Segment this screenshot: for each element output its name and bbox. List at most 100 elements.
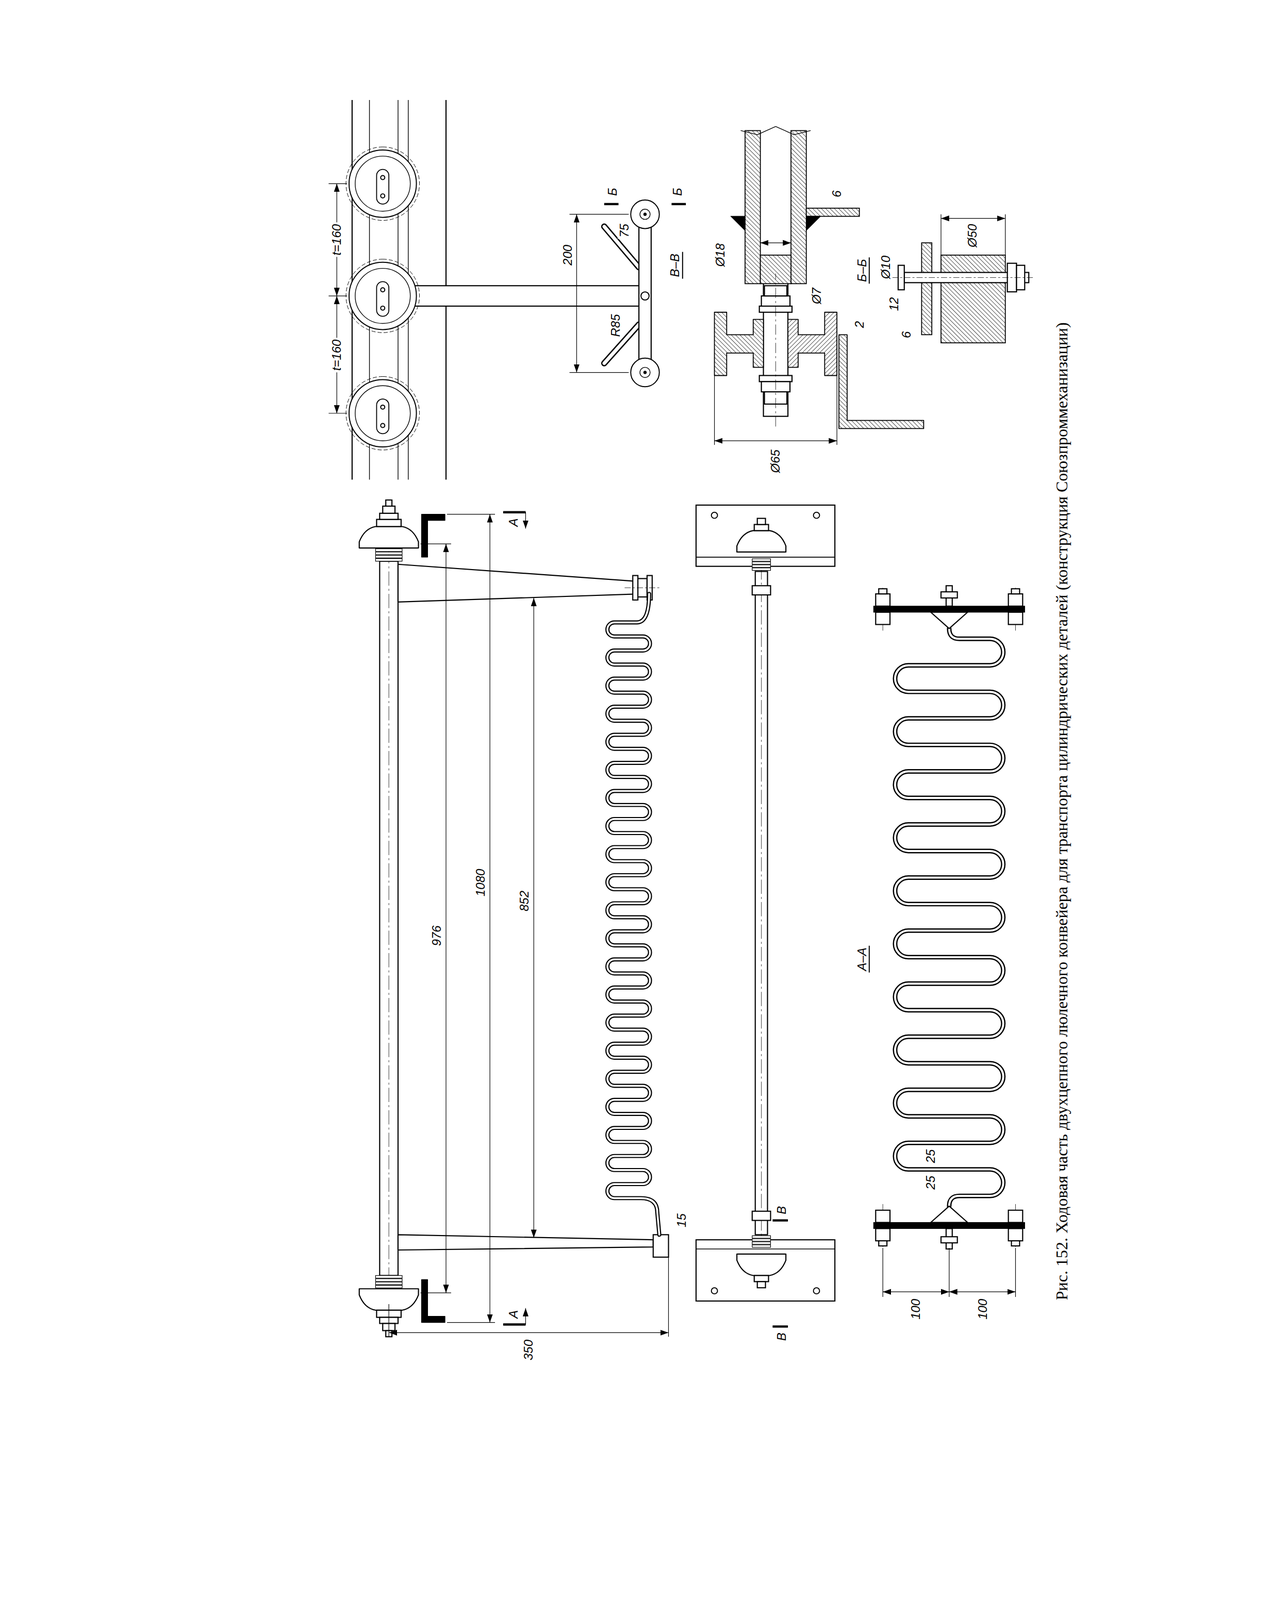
dimension-label: 2 bbox=[852, 319, 866, 330]
dimension-label: А bbox=[506, 1309, 520, 1321]
dimension-label: 6 bbox=[899, 330, 913, 340]
dimension-label: R85 bbox=[608, 312, 622, 339]
section-label: В–В bbox=[668, 252, 683, 279]
label-anchor: 15 bbox=[674, 1212, 689, 1230]
label-anchor: R85 bbox=[608, 312, 622, 339]
section-mark bbox=[671, 203, 686, 206]
nut bbox=[941, 1236, 958, 1244]
spring-washer bbox=[752, 562, 771, 565]
label-anchor: Ø50 bbox=[965, 222, 980, 250]
roller-rim bbox=[355, 268, 411, 324]
roller bbox=[349, 262, 417, 330]
spring-washer bbox=[752, 558, 771, 562]
center-line bbox=[775, 273, 777, 427]
carrier-arm bbox=[413, 285, 639, 307]
label-anchor: 6 bbox=[899, 330, 913, 340]
dimension-label: Ø65 bbox=[768, 448, 783, 475]
spring-washer bbox=[375, 1279, 402, 1282]
roller-section bbox=[787, 312, 837, 376]
extension-line bbox=[328, 183, 348, 185]
dimension-label: 852 bbox=[517, 889, 532, 914]
label-anchor: 350 bbox=[521, 1338, 536, 1363]
hub-section bbox=[941, 255, 1006, 343]
gusset bbox=[930, 612, 968, 630]
right-end bbox=[696, 505, 835, 596]
label-anchor: Б–Б bbox=[854, 257, 870, 284]
label-anchor: В–В bbox=[668, 252, 683, 279]
cradle-roller-hub bbox=[639, 367, 651, 378]
rivet bbox=[813, 512, 820, 519]
dimension-label: 6 bbox=[830, 188, 844, 199]
collar bbox=[752, 585, 771, 596]
figure-caption: Рис. 152. Ходовая часть двухцепного люле… bbox=[1051, 322, 1071, 1301]
section-label: Б–Б bbox=[854, 257, 870, 284]
label-anchor: Ø65 bbox=[768, 448, 783, 475]
roller-section bbox=[714, 312, 764, 376]
spring-washer bbox=[375, 555, 402, 558]
cradle-roller-center bbox=[643, 371, 647, 375]
bracket-plate bbox=[873, 1223, 1025, 1230]
label-anchor: 200 bbox=[560, 243, 574, 268]
bolt-end bbox=[385, 500, 392, 507]
dimension-label: В bbox=[774, 1205, 789, 1217]
dimension-label: 1080 bbox=[473, 867, 488, 899]
nut bbox=[382, 506, 395, 514]
label-anchor: Б bbox=[605, 186, 619, 198]
chain-pin bbox=[380, 287, 385, 292]
spring-washer bbox=[375, 552, 402, 555]
spring-wire-core bbox=[895, 628, 1004, 1207]
rail-flange-edge bbox=[696, 1248, 835, 1250]
chain-pin bbox=[380, 175, 385, 180]
dimension-label: Б bbox=[605, 186, 619, 198]
spring-washer bbox=[375, 1285, 402, 1289]
dimension-label: А bbox=[506, 517, 520, 529]
pivot bbox=[640, 291, 650, 301]
dimension-label: Ø7 bbox=[809, 286, 823, 306]
rail-beam bbox=[696, 505, 835, 567]
section-label: А–А bbox=[854, 946, 870, 973]
nut bbox=[875, 612, 890, 625]
chain-link bbox=[376, 399, 389, 434]
dimension-label: 350 bbox=[521, 1338, 536, 1363]
chain-pin bbox=[380, 423, 385, 428]
spring-washer bbox=[752, 1242, 771, 1245]
extension-line bbox=[714, 375, 715, 445]
spring-washer bbox=[752, 1245, 771, 1248]
label-anchor: А bbox=[506, 1309, 520, 1321]
rivet bbox=[711, 512, 718, 519]
gusset bbox=[930, 1206, 968, 1224]
nut bbox=[875, 1228, 890, 1242]
cradle-roller bbox=[630, 200, 659, 229]
dimension-line bbox=[445, 543, 447, 1294]
nut bbox=[1008, 594, 1023, 607]
extension-line bbox=[569, 372, 629, 373]
nut bbox=[376, 519, 402, 527]
label-anchor: 6 bbox=[830, 188, 844, 199]
dimension-label: 976 bbox=[430, 924, 444, 948]
dimension-label: 100 bbox=[908, 1297, 922, 1322]
cradle-arm bbox=[398, 1234, 654, 1251]
nut bbox=[1008, 1228, 1023, 1242]
dimension-label: Ø50 bbox=[965, 222, 980, 250]
dimension-line bbox=[388, 1332, 669, 1334]
extension-line bbox=[948, 1248, 950, 1298]
label-anchor: 100 bbox=[908, 1297, 922, 1322]
cradle-arm bbox=[398, 564, 641, 603]
angle-rail bbox=[421, 1279, 445, 1323]
rivet bbox=[813, 1288, 820, 1295]
nut bbox=[754, 1275, 769, 1282]
dimension-line bbox=[760, 242, 791, 244]
nut bbox=[754, 524, 769, 532]
plate-section bbox=[921, 242, 932, 335]
bolt-end bbox=[1011, 1241, 1020, 1247]
section-mark bbox=[604, 203, 619, 206]
dimension-label: 75 bbox=[617, 222, 632, 240]
dimension-label: t=160 bbox=[330, 338, 344, 373]
view-arrow bbox=[525, 512, 526, 530]
label-anchor: 100 bbox=[976, 1297, 990, 1322]
end-plate bbox=[653, 1234, 669, 1258]
label-anchor: В bbox=[774, 1331, 789, 1343]
dimension-label: 100 bbox=[976, 1297, 990, 1322]
extension-line bbox=[420, 1293, 452, 1294]
right-bracket bbox=[873, 585, 1025, 631]
